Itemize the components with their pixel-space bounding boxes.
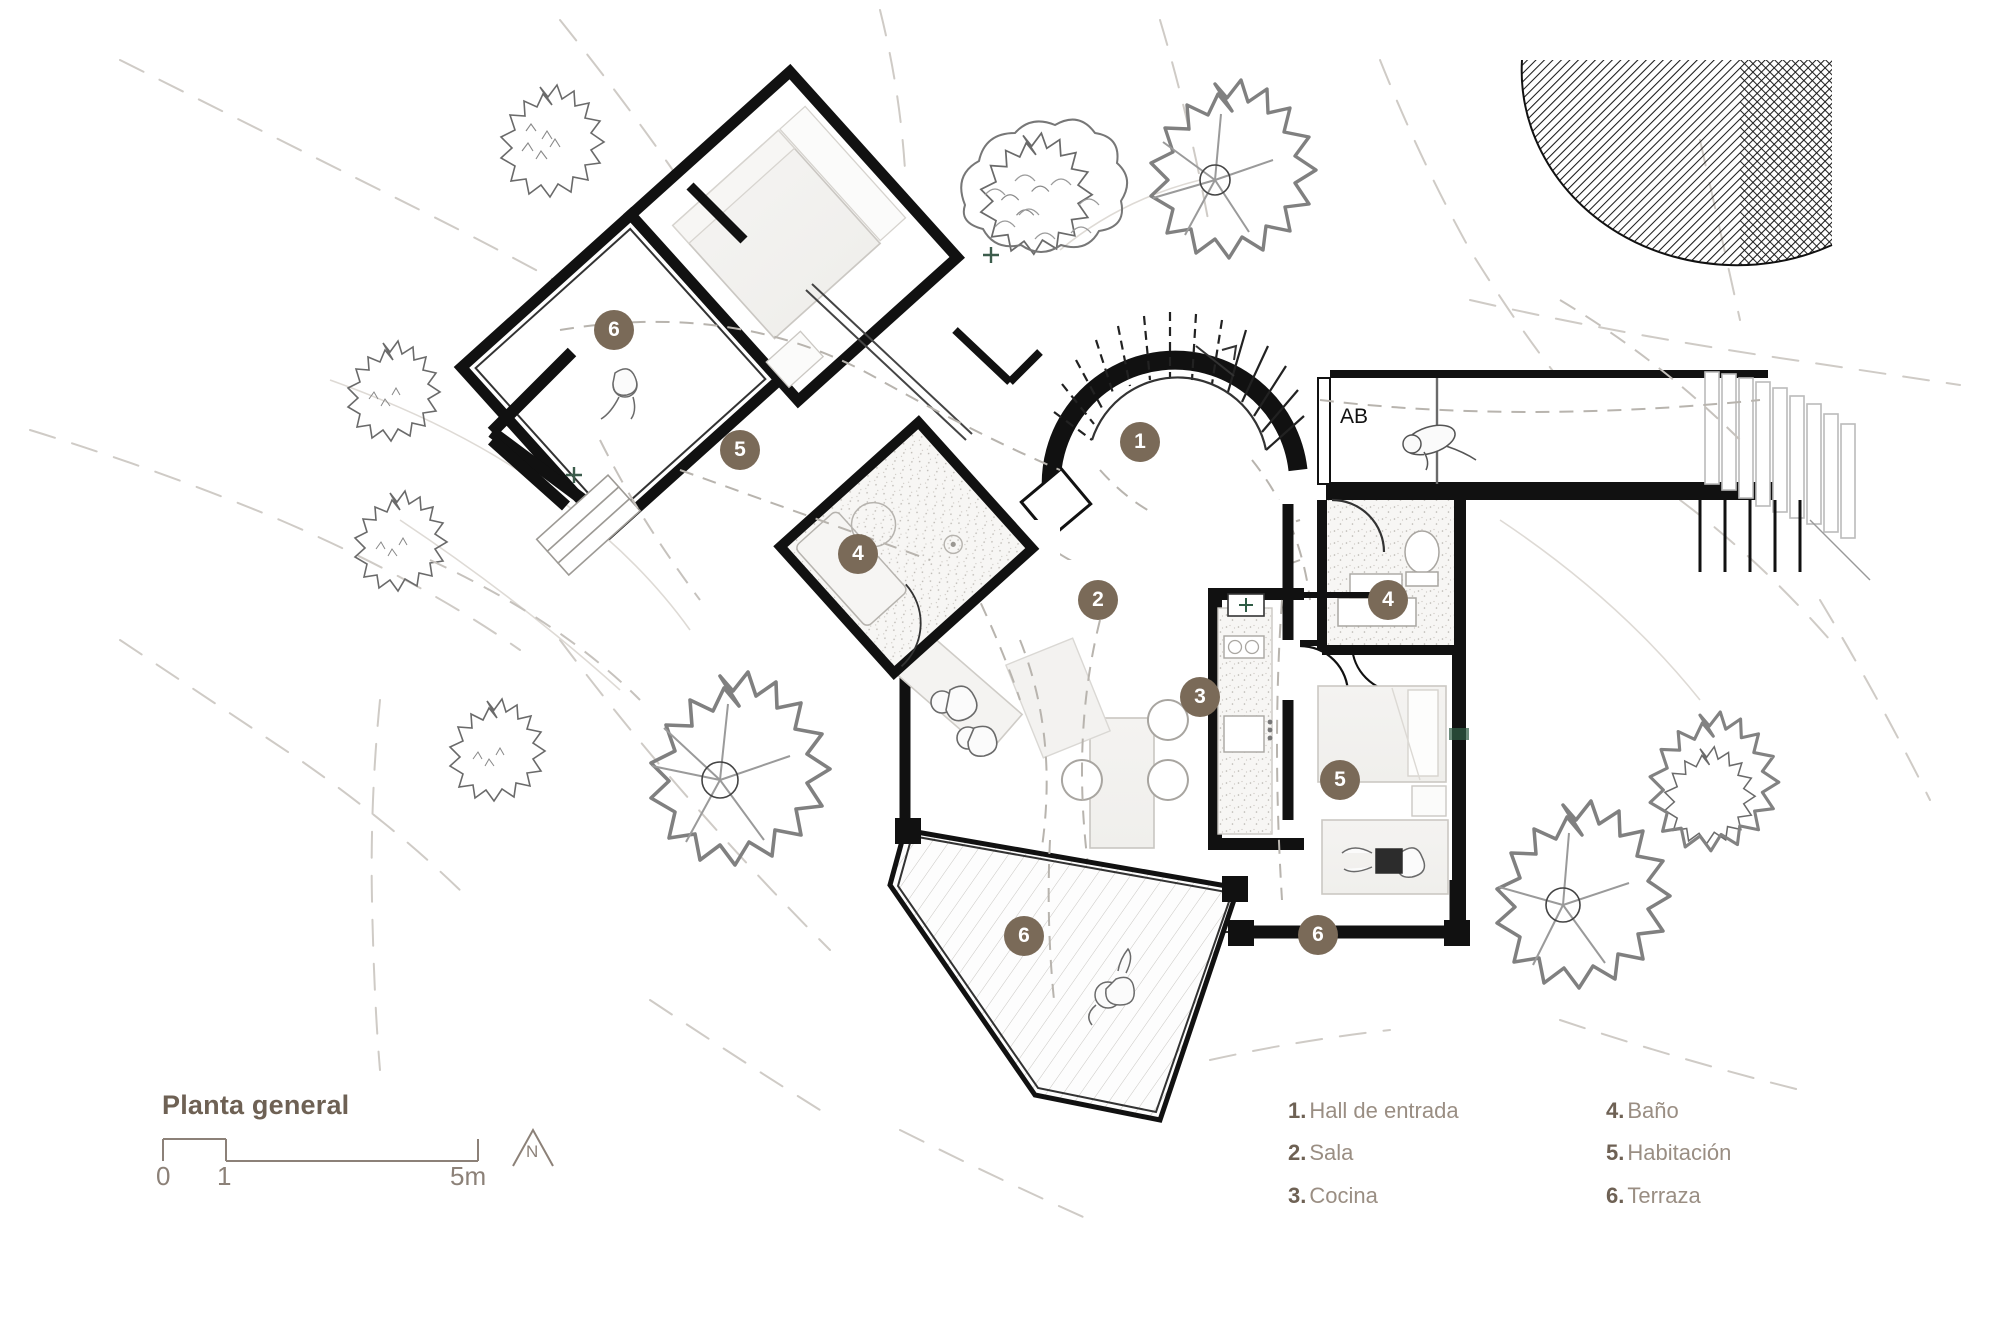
person-figure-deck bbox=[1088, 947, 1135, 1026]
legend-num-6: 6. bbox=[1606, 1182, 1625, 1208]
room-legend: 1.Hall de entrada 4.Baño 2.Sala 5.Habita… bbox=[1288, 1098, 1924, 1208]
marker-6-terraza-east[interactable]: 6 bbox=[1298, 915, 1338, 955]
legend-label-6: Terraza bbox=[1627, 1182, 1701, 1208]
legend-label-2: Sala bbox=[1309, 1140, 1354, 1166]
marker-3-cocina[interactable]: 3 bbox=[1180, 677, 1220, 717]
scale-bar: 0 1 5m bbox=[156, 1135, 490, 1191]
legend-num-5: 5. bbox=[1606, 1140, 1625, 1166]
legend-item-1: 1.Hall de entrada bbox=[1288, 1098, 1606, 1123]
title-block: Planta general 0 1 5m bbox=[156, 1090, 490, 1191]
kitchen-sink bbox=[1223, 715, 1273, 753]
legend-label-1: Hall de entrada bbox=[1309, 1098, 1459, 1123]
building-ne-wing bbox=[1317, 370, 1871, 581]
cooktop bbox=[1223, 635, 1265, 659]
vent-symbol bbox=[1227, 593, 1265, 617]
scale-start-label: 0 bbox=[156, 1161, 171, 1191]
legend-num-1: 1. bbox=[1288, 1098, 1307, 1123]
scale-end-label: 5m bbox=[450, 1161, 487, 1191]
legend-label-5: Habitación bbox=[1627, 1140, 1732, 1166]
legend-num-4: 4. bbox=[1606, 1098, 1625, 1123]
person-figure-ne bbox=[1402, 424, 1477, 471]
marker-4-bano-upper[interactable]: 4 bbox=[838, 534, 878, 574]
legend-label-3: Cocina bbox=[1309, 1182, 1378, 1208]
person-figure-bed bbox=[1341, 847, 1426, 878]
legend-item-4: 4.Baño bbox=[1606, 1098, 1924, 1123]
person-figure-nw-terrace bbox=[600, 368, 638, 420]
marker-4-bano-right[interactable]: 4 bbox=[1368, 580, 1408, 620]
legend-item-5: 5.Habitación bbox=[1606, 1140, 1924, 1165]
legend-num-3: 3. bbox=[1288, 1182, 1307, 1208]
north-arrow: N bbox=[505, 1122, 561, 1178]
site-paths bbox=[429, 299, 1741, 701]
nw-exterior-stair bbox=[535, 473, 642, 577]
rock-outcrop bbox=[1520, 59, 1833, 267]
page-title: Planta general bbox=[162, 1090, 350, 1120]
legend-item-6: 6.Terraza bbox=[1606, 1183, 1924, 1208]
marker-6-terraza-upper[interactable]: 6 bbox=[594, 310, 634, 350]
kitchen-block bbox=[1208, 588, 1399, 850]
marker-1-hall[interactable]: 1 bbox=[1120, 422, 1160, 462]
sofa-bench bbox=[894, 633, 1024, 758]
bed-east-lower bbox=[1321, 819, 1449, 895]
legend-num-2: 2. bbox=[1288, 1140, 1307, 1166]
cloud-tree bbox=[960, 118, 1128, 253]
toilet bbox=[1404, 530, 1440, 587]
vegetation-group bbox=[346, 78, 1781, 990]
exterior-stair-slats bbox=[1698, 500, 1802, 572]
marker-6-terraza-south[interactable]: 6 bbox=[1004, 916, 1044, 956]
louvre-screen bbox=[1704, 371, 1856, 539]
marker-2-sala[interactable]: 2 bbox=[1078, 580, 1118, 620]
spiral-stair-hall bbox=[1019, 312, 1311, 601]
scale-mid-label: 1 bbox=[217, 1161, 232, 1191]
legend-label-4: Baño bbox=[1627, 1098, 1679, 1123]
marker-5-habitacion-right[interactable]: 5 bbox=[1320, 760, 1360, 800]
ab-section-tag: AB bbox=[1340, 405, 1369, 428]
north-letter-label: N bbox=[526, 1142, 539, 1161]
legend-item-3: 3.Cocina bbox=[1288, 1183, 1606, 1208]
marker-5-habitacion-upper[interactable]: 5 bbox=[720, 430, 760, 470]
legend-item-2: 2.Sala bbox=[1288, 1140, 1606, 1165]
sala-block bbox=[894, 500, 1294, 933]
nw-wing bbox=[453, 63, 1061, 681]
